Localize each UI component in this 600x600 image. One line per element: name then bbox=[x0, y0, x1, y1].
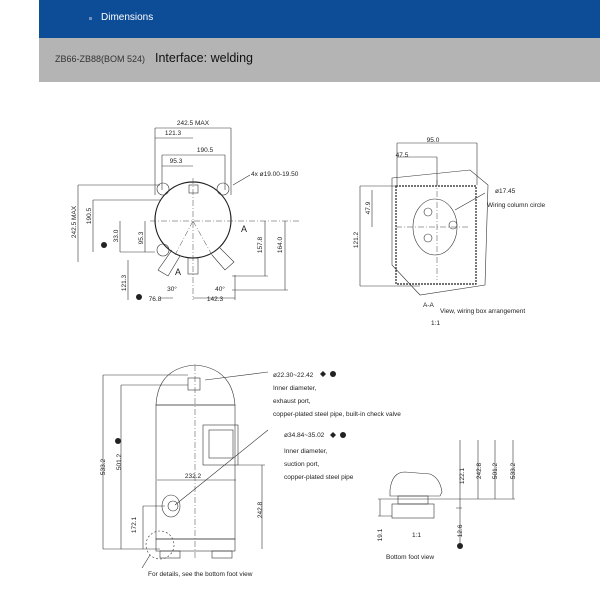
scale: 1:1 bbox=[431, 320, 440, 327]
marker-icon bbox=[115, 438, 121, 444]
dim: 95.0 bbox=[427, 137, 440, 144]
dim: 190.5 bbox=[86, 207, 93, 224]
dim: 190.5 bbox=[197, 147, 214, 154]
dim: 33.0 bbox=[113, 229, 120, 242]
dim: 501.2 bbox=[492, 462, 499, 479]
angle: 30° bbox=[167, 285, 177, 293]
angle: 40° bbox=[215, 285, 225, 293]
dim: 232.2 bbox=[185, 473, 202, 480]
dim: 47.5 bbox=[396, 152, 409, 159]
detail-note: For details, see the bottom foot view bbox=[148, 571, 253, 578]
dim: 242.8 bbox=[476, 462, 483, 479]
dim: 76.8 bbox=[149, 296, 162, 303]
marker-icon bbox=[457, 543, 463, 549]
model-label: ZB66-ZB88(BOM 524) bbox=[55, 54, 146, 64]
section-label: A-A bbox=[423, 302, 435, 309]
dim: 19.1 bbox=[377, 528, 384, 541]
dim: 172.1 bbox=[131, 516, 138, 533]
top-view: 242.5 MAX 121.3 190.5 95.3 4x ø19.00-19.… bbox=[71, 120, 300, 303]
exhaust-line: exhaust port, bbox=[273, 398, 311, 405]
scale: 1:1 bbox=[412, 532, 421, 539]
dim: 142.3 bbox=[207, 296, 224, 303]
marker-icon bbox=[101, 242, 107, 248]
caption: View, wiring box arrangement bbox=[440, 308, 525, 315]
dim: 121.2 bbox=[353, 231, 360, 248]
dim: 95.3 bbox=[170, 158, 183, 165]
caption: Bottom foot view bbox=[386, 554, 434, 561]
section-title: Dimensions bbox=[101, 12, 154, 23]
dim: 121.3 bbox=[121, 274, 128, 291]
dim: 157.8 bbox=[257, 236, 264, 253]
suction-line: Inner diameter, bbox=[284, 448, 328, 455]
side-view: 533.2 501.2 232.2 172.1 242.8 ø22.30~22.… bbox=[100, 364, 401, 578]
dim: 242.5 MAX bbox=[71, 205, 78, 238]
dim: 533.2 bbox=[100, 458, 107, 475]
marker-icon bbox=[340, 432, 346, 438]
dim: 12.6 bbox=[457, 524, 464, 537]
section-mark: A bbox=[241, 224, 247, 234]
dim: 242.8 bbox=[257, 501, 264, 518]
bullet-icon bbox=[89, 17, 92, 20]
diamond-icon bbox=[330, 432, 336, 438]
dim: 121.3 bbox=[165, 130, 182, 137]
model-bar: ZB66-ZB88(BOM 524) Interface: welding bbox=[39, 38, 600, 82]
dim-width-max: 242.5 MAX bbox=[177, 120, 210, 127]
wiring-label: Wiring column circle bbox=[487, 202, 546, 209]
suction-diameter: ø34.84~35.02 bbox=[284, 432, 325, 439]
exhaust-diameter: ø22.30~22.42 bbox=[273, 372, 314, 379]
section-header: Dimensions bbox=[39, 0, 600, 38]
mounting-hole-label: 4x ø19.00-19.50 bbox=[251, 171, 299, 178]
marker-icon bbox=[136, 294, 142, 300]
marker-icon bbox=[330, 371, 336, 377]
dim: 95.3 bbox=[138, 231, 145, 244]
diamond-icon bbox=[320, 371, 326, 377]
exhaust-line: copper-plated steel pipe, built-in check… bbox=[273, 411, 401, 418]
dim: 501.2 bbox=[116, 453, 123, 470]
interface-label: Interface: welding bbox=[155, 51, 253, 65]
wiring-box-view: 95.0 47.5 47.9 121.2 ø17.45 Wiring colum… bbox=[353, 137, 546, 327]
dim: 122.1 bbox=[459, 467, 466, 484]
dim: ø17.45 bbox=[495, 188, 516, 195]
dim: 164.0 bbox=[277, 236, 284, 253]
dim: 47.9 bbox=[365, 201, 372, 214]
suction-line: suction port, bbox=[284, 461, 320, 468]
section-mark: A bbox=[175, 267, 181, 277]
foot-view: 122.1 242.8 501.2 533.2 19.1 12.6 1:1 Bo… bbox=[377, 440, 517, 561]
dim: 533.2 bbox=[510, 462, 517, 479]
suction-line: copper-plated steel pipe bbox=[284, 474, 354, 481]
exhaust-line: Inner diameter, bbox=[273, 385, 317, 392]
